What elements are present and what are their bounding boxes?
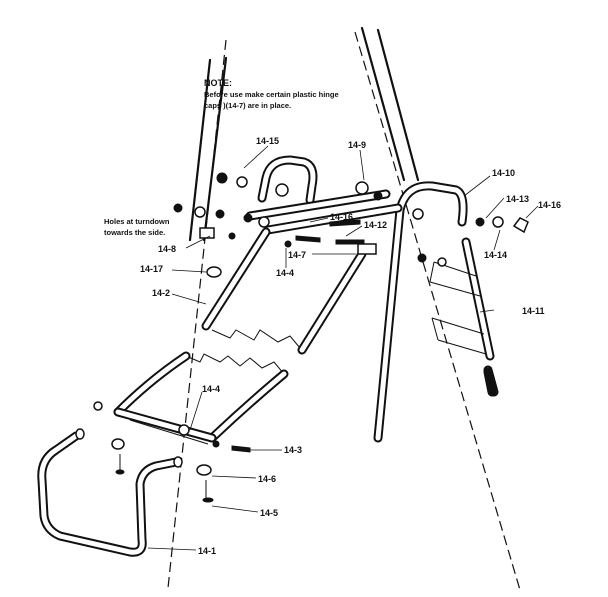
callout-14-16: 14-16 bbox=[330, 212, 353, 222]
note-block: NOTE: Before use make certain plastic hi… bbox=[204, 78, 339, 110]
callout-14-8: 14-8 bbox=[158, 244, 176, 254]
upper-crossbars bbox=[245, 189, 403, 235]
callout-14-1: 14-1 bbox=[198, 546, 216, 556]
callout-14-6: 14-6 bbox=[258, 474, 276, 484]
a-frame-legs bbox=[188, 26, 420, 242]
callout-14-4-lower: 14-4 bbox=[202, 384, 220, 394]
callout-14-3: 14-3 bbox=[284, 445, 302, 455]
callout-labels: 14-15 14-9 14-10 14-13 14-16 14-16 14-12… bbox=[140, 136, 561, 556]
ladder-frame-14-10 bbox=[373, 181, 468, 443]
top-handle-14-15 bbox=[257, 155, 318, 205]
callout-14-11: 14-11 bbox=[522, 306, 545, 316]
slide-bed-14-2 bbox=[201, 227, 367, 355]
callout-14-4-upper: 14-4 bbox=[276, 268, 294, 278]
hardware-parts bbox=[93, 172, 529, 503]
callout-14-15: 14-15 bbox=[256, 136, 279, 146]
leader-lines bbox=[147, 145, 539, 551]
callout-14-5: 14-5 bbox=[260, 508, 278, 518]
callout-14-9: 14-9 bbox=[348, 140, 366, 150]
note-line-2: caps )(14-7) are in place. bbox=[204, 101, 291, 110]
side-note-line-2: towards the side. bbox=[104, 228, 165, 237]
callout-14-13: 14-13 bbox=[506, 194, 529, 204]
callout-14-7: 14-7 bbox=[288, 250, 306, 260]
callout-14-17: 14-17 bbox=[140, 264, 163, 274]
loose-tube bbox=[483, 367, 497, 397]
callout-14-2: 14-2 bbox=[152, 288, 170, 298]
side-note-line-1: Holes at turndown bbox=[104, 217, 170, 226]
callout-14-10: 14-10 bbox=[492, 168, 515, 178]
callout-14-12: 14-12 bbox=[364, 220, 387, 230]
callout-14-16-right: 14-16 bbox=[538, 200, 561, 210]
note-heading: NOTE: bbox=[204, 78, 232, 88]
side-note: Holes at turndown towards the side. bbox=[104, 217, 170, 237]
note-line-1: Before use make certain plastic hinge bbox=[204, 90, 339, 99]
slide-lower-section bbox=[113, 351, 289, 445]
base-frame-14-1 bbox=[37, 428, 183, 557]
callout-14-14: 14-14 bbox=[484, 250, 507, 260]
